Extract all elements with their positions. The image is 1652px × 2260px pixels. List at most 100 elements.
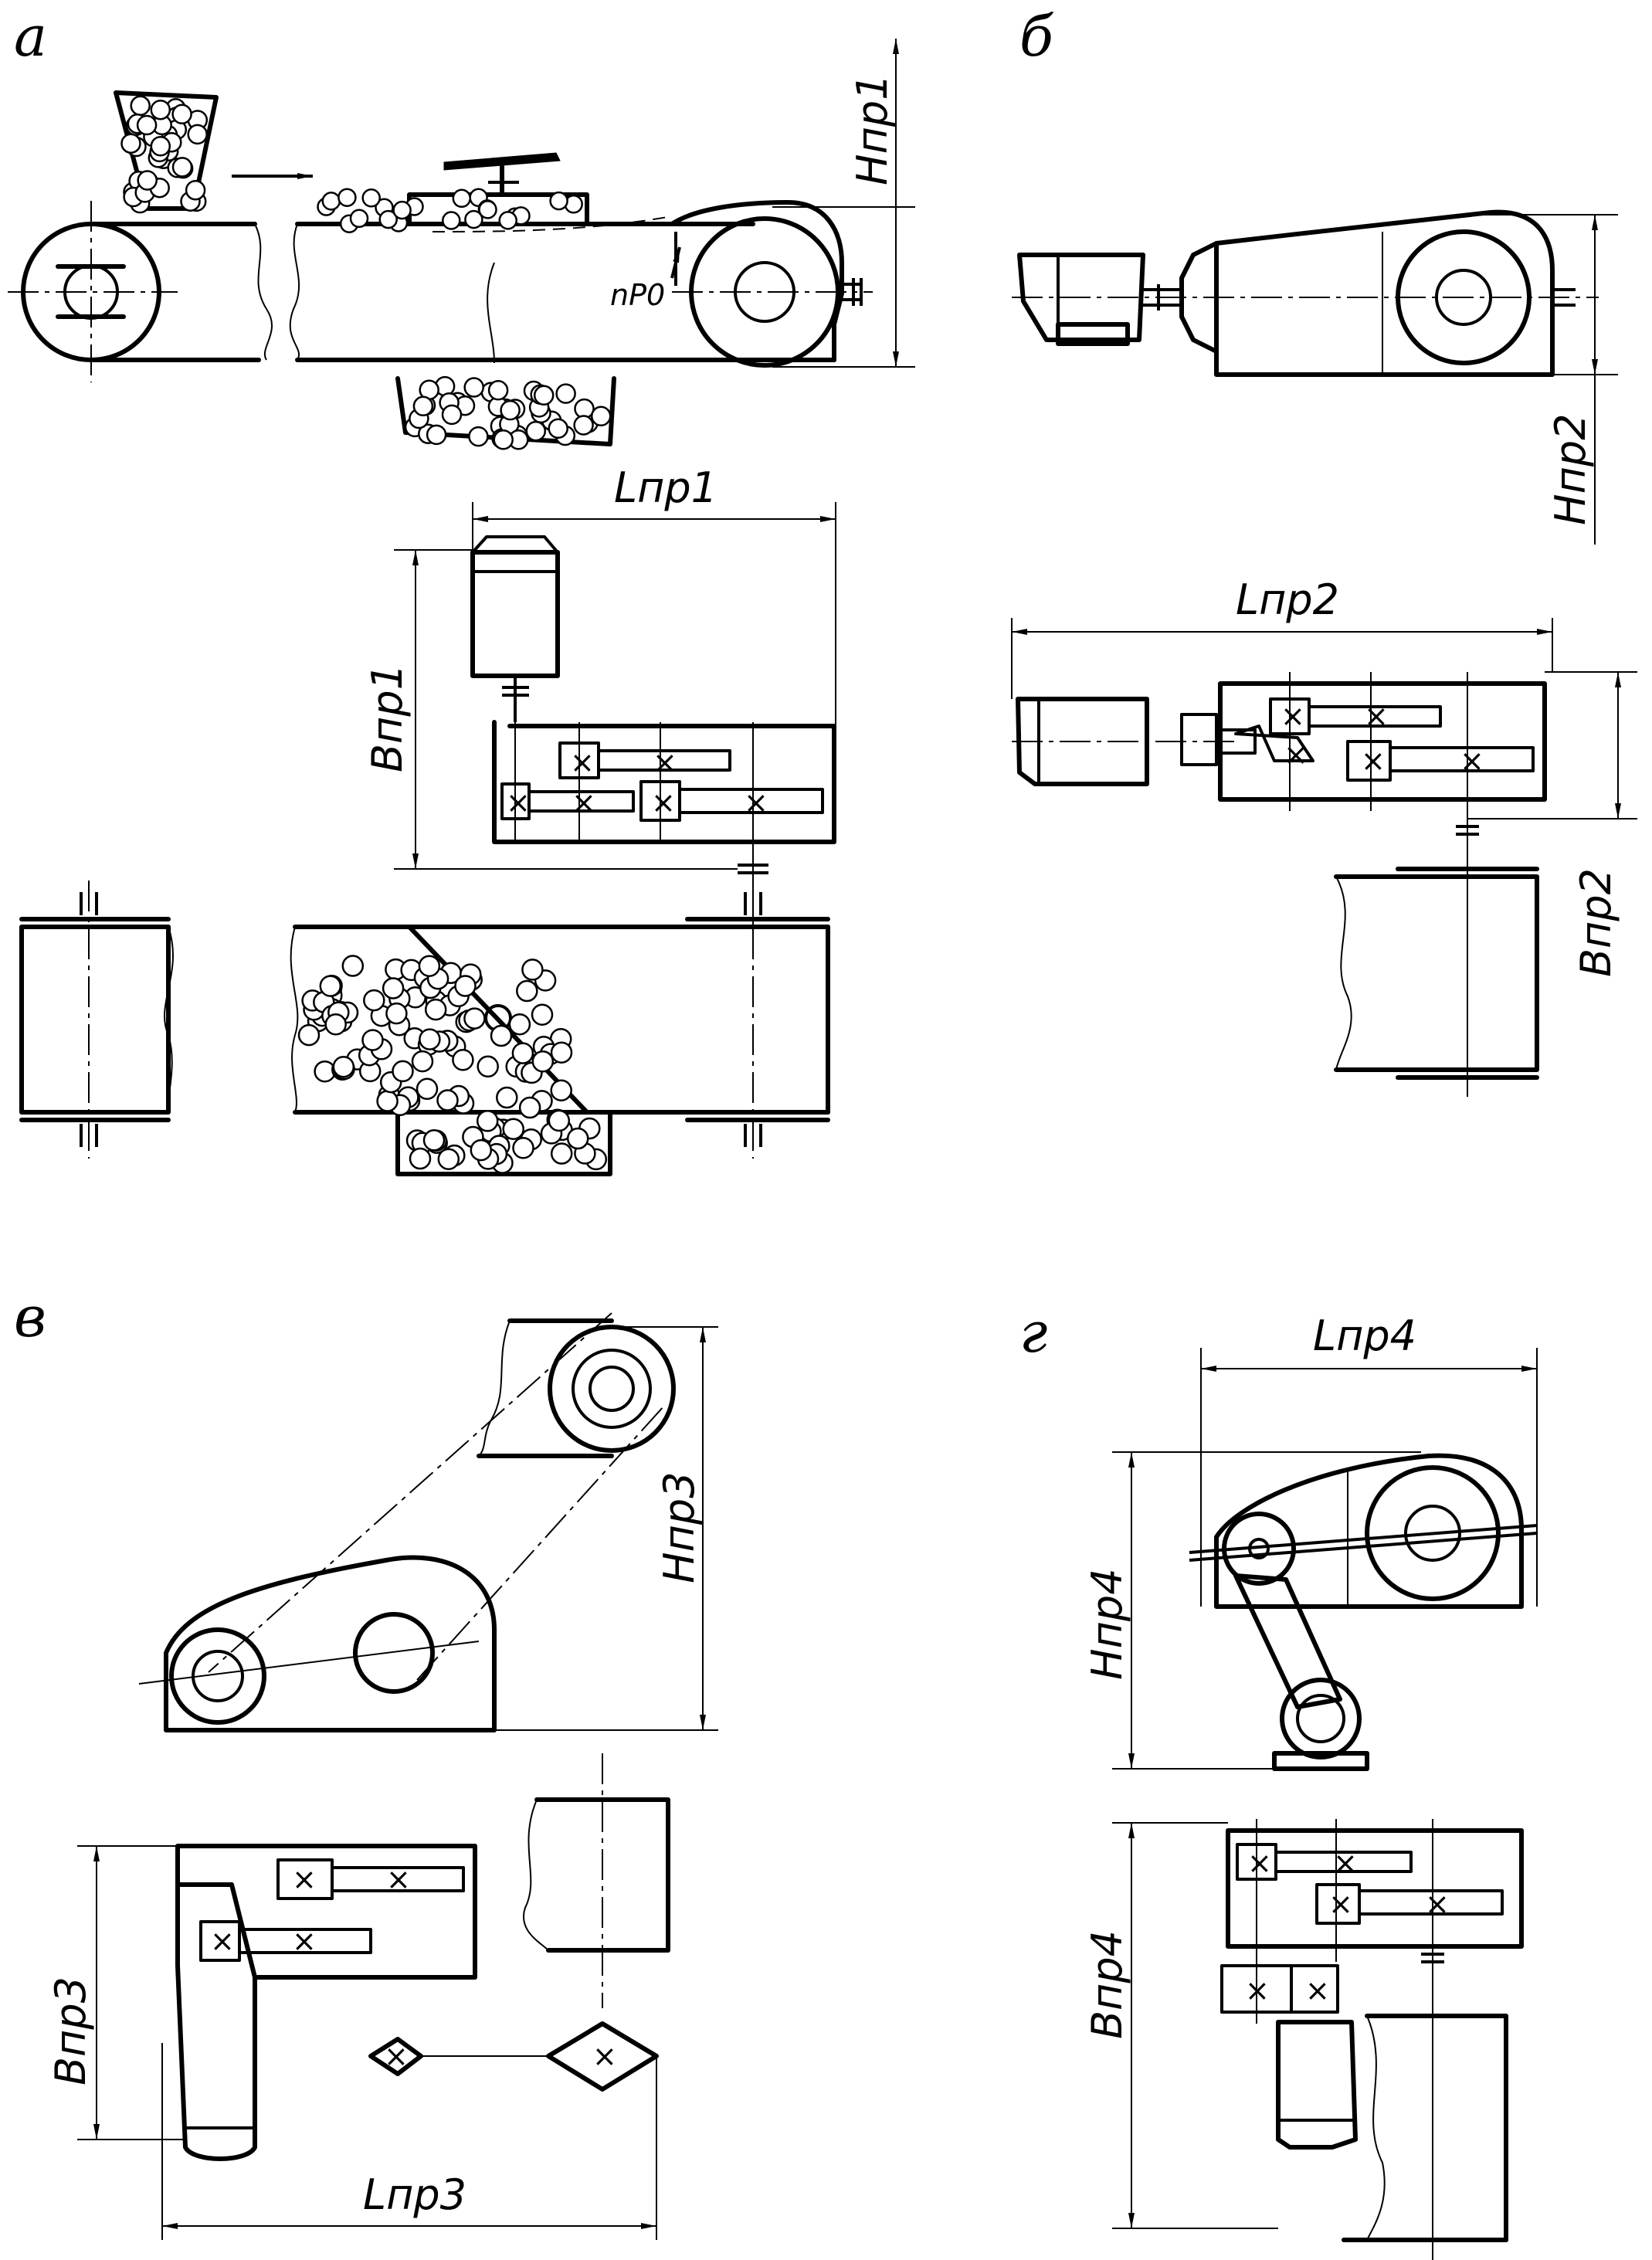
- dim-width-b: Bпр2: [1467, 671, 1637, 977]
- svg-text:×: ×: [1364, 699, 1389, 733]
- material-particle: [150, 99, 171, 120]
- material-particle: [341, 955, 365, 977]
- panel-g-letter: г: [1019, 1300, 1047, 1365]
- material-particle: [412, 395, 434, 417]
- panel-a-gearbox-plan: × × × × × × Lпр1 Bпр1: [363, 463, 836, 935]
- material-particle: [321, 192, 341, 211]
- panel-a-letter: а: [14, 4, 47, 69]
- material-particle: [500, 399, 521, 421]
- dim-width-v: Bпр3: [46, 1845, 185, 2140]
- plough-handwheel: [443, 152, 561, 171]
- svg-text:×: ×: [1247, 1846, 1272, 1880]
- speed-label: nP0: [610, 278, 665, 312]
- material-particle: [437, 1148, 460, 1170]
- panel-b-gearbox-plan: Lпр2 × × × × ×: [1011, 575, 1637, 1097]
- panel-g-elevation: Lпр4 Hпр4: [1083, 1312, 1538, 1771]
- panel-v: в Hпр3: [14, 1284, 718, 2240]
- height-label-a: Hпр1: [848, 73, 897, 185]
- motor-v: [175, 1963, 257, 2161]
- dim-length-g: Lпр4: [1200, 1312, 1538, 1607]
- svg-text:×: ×: [386, 1862, 411, 1896]
- motor-b: [1017, 253, 1145, 342]
- material-particle: [422, 1129, 446, 1152]
- left-pulley: [21, 222, 161, 362]
- material-particle: [468, 426, 489, 447]
- material-particle: [361, 188, 381, 208]
- material-particle: [452, 1049, 474, 1071]
- svg-text:×: ×: [210, 1924, 235, 1958]
- panel-b-elevation: Hпр2: [1012, 209, 1618, 545]
- width-label-a: Bпр1: [363, 663, 412, 772]
- material-particle: [392, 1060, 414, 1083]
- material-particle: [516, 979, 538, 1003]
- pulley-v-plan: [534, 1797, 670, 1953]
- gearbox-b: [1214, 209, 1555, 377]
- dim-width-g: Bпр4: [1083, 1822, 1278, 2229]
- material-particle: [477, 1055, 499, 1078]
- material-particle: [490, 1024, 513, 1047]
- material-particle: [531, 1003, 554, 1026]
- dim-height-g: Hпр4: [1083, 1451, 1421, 1770]
- material-particle: [363, 989, 385, 1012]
- material-particle: [319, 975, 342, 997]
- material-particle: [508, 1013, 531, 1036]
- panel-a-belt-plan: [19, 881, 830, 1176]
- length-label-v: Lпр3: [363, 2170, 466, 2219]
- svg-text:×: ×: [506, 786, 531, 820]
- motor-g-plan: [1276, 2020, 1358, 2150]
- material-particle: [185, 179, 206, 201]
- material-particle: [496, 1086, 518, 1109]
- svg-text:×: ×: [744, 786, 768, 820]
- material-particle: [452, 188, 472, 209]
- material-particle: [171, 103, 192, 125]
- svg-text:×: ×: [653, 745, 677, 779]
- material-particle: [426, 424, 447, 446]
- dim-length-b: Lпр2: [1011, 575, 1553, 699]
- svg-text:×: ×: [1460, 744, 1484, 778]
- material-particle: [120, 133, 141, 154]
- gearbox-b-plan: [1218, 681, 1547, 802]
- material-particle: [187, 124, 208, 145]
- svg-text:×: ×: [570, 745, 595, 779]
- material-particle: [424, 998, 447, 1021]
- material-particle: [511, 1042, 534, 1064]
- dim-height-b: Hпр2: [1467, 214, 1618, 545]
- material-particle: [525, 420, 547, 442]
- material-particle: [590, 406, 612, 427]
- height-label-b: Hпр2: [1546, 413, 1595, 525]
- panel-b-letter: б: [1019, 4, 1054, 69]
- panel-v-gearbox-plan: × × × × × × Bпр3 Lпр3: [46, 1753, 670, 2240]
- svg-text:×: ×: [651, 786, 676, 820]
- svg-text:×: ×: [1281, 699, 1305, 733]
- material-particle: [573, 415, 594, 436]
- material-particle: [533, 385, 555, 406]
- length-label-g: Lпр4: [1313, 1312, 1416, 1360]
- svg-text:×: ×: [1284, 738, 1308, 772]
- length-label-a: Lпр1: [614, 463, 717, 512]
- dim-length-v: Lпр3: [161, 2043, 657, 2240]
- material-particle: [392, 200, 412, 220]
- dim-height-a: Hпр1: [772, 39, 915, 368]
- svg-text:×: ×: [384, 2039, 409, 2073]
- material-particle: [464, 209, 483, 229]
- dim-width-a: Bпр1: [363, 549, 738, 870]
- material-particle: [297, 1023, 321, 1047]
- material-particle: [476, 1110, 499, 1132]
- material-particle: [548, 418, 568, 439]
- material-particle: [150, 136, 171, 157]
- material-particle: [478, 200, 497, 219]
- svg-text:×: ×: [1333, 1846, 1358, 1880]
- panel-g: г Lпр4 Hпр4: [1019, 1300, 1538, 2260]
- head-pulley-v: [548, 1325, 676, 1453]
- svg-text:×: ×: [1328, 1887, 1353, 1921]
- svg-text:×: ×: [592, 2039, 617, 2073]
- material-particle: [441, 404, 463, 426]
- material-particle: [171, 157, 193, 178]
- width-label-g: Bпр4: [1083, 1930, 1131, 2039]
- width-label-b: Bпр2: [1572, 868, 1620, 977]
- motor-b-plan: [1016, 697, 1149, 786]
- material-particle: [419, 1028, 441, 1050]
- material-particle: [338, 188, 357, 207]
- material-particle: [518, 1096, 541, 1119]
- width-label-v: Bпр3: [46, 1977, 95, 2085]
